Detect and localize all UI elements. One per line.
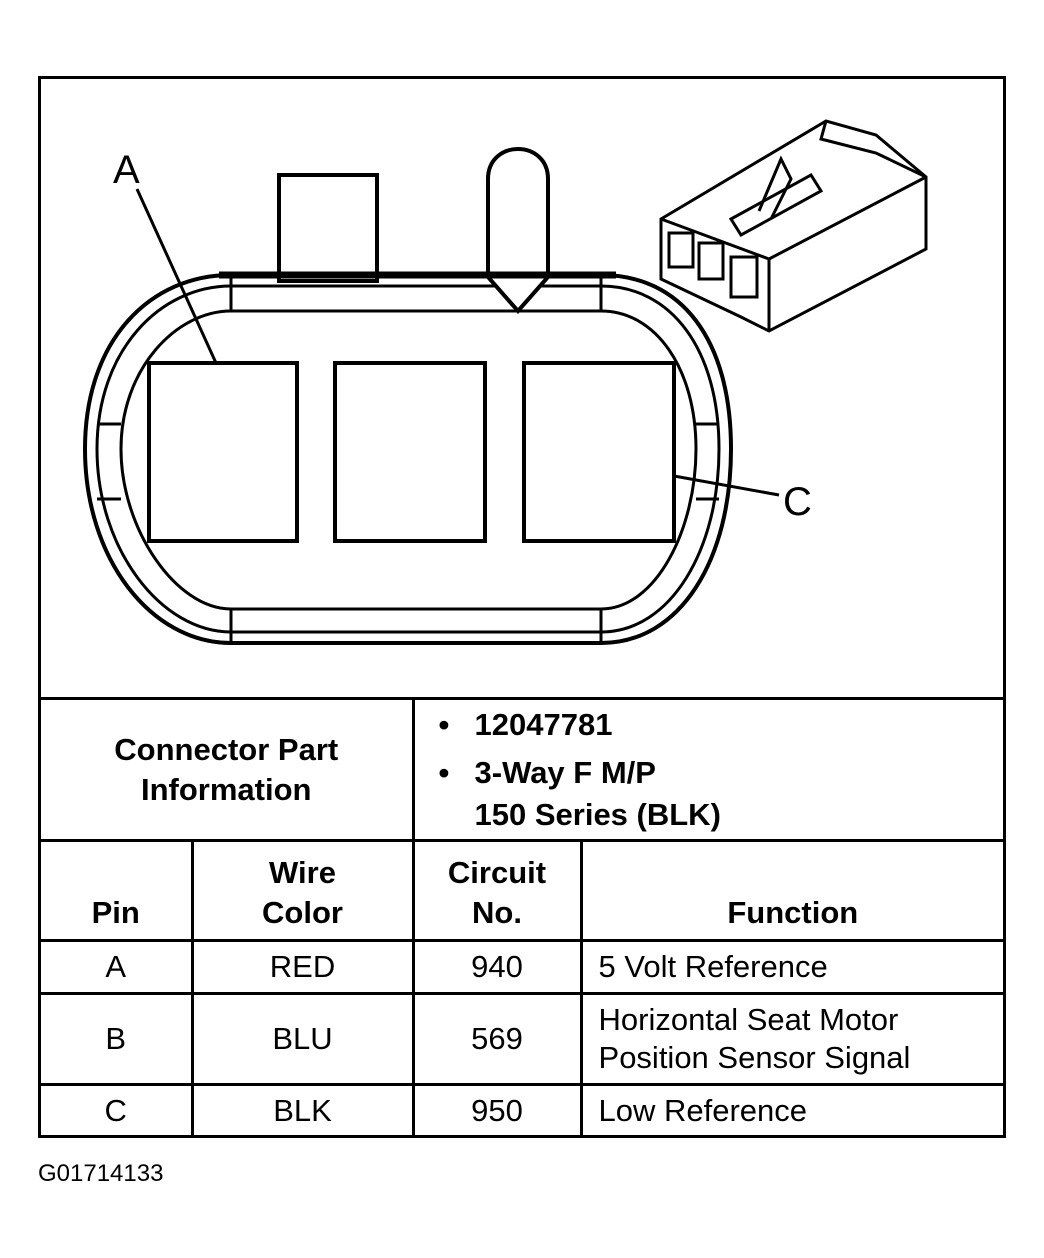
header-circuit-line2: No. — [472, 895, 522, 930]
function-cell: 5 Volt Reference — [579, 939, 1004, 995]
bullet-icon: • — [438, 706, 450, 742]
header-wire-color: Wire Color — [190, 839, 415, 942]
connector-inner-shell — [95, 284, 721, 634]
wire-color-cell: RED — [190, 939, 415, 995]
function-line1: Horizontal Seat Motor — [598, 1002, 899, 1037]
connector-drawing: A C — [82, 119, 928, 645]
connector-info-label-line2: Information — [141, 771, 312, 807]
header-function: Function — [579, 839, 1004, 942]
pin-cell: C — [41, 1083, 194, 1137]
connector-square-key — [277, 173, 379, 283]
connector-description-line1: 3-Way F M/P — [474, 754, 656, 790]
circuit-cell: 940 — [411, 939, 583, 995]
function-cell: Low Reference — [579, 1083, 1004, 1137]
pin-c-callout: C — [783, 480, 812, 524]
circuit-cell: 950 — [411, 1083, 583, 1137]
connector-face-diagram: A C — [41, 79, 1003, 699]
pin-a-callout: A — [113, 148, 140, 192]
figure-id-caption: G01714133 — [38, 1160, 164, 1187]
header-wire-color-line2: Color — [262, 895, 343, 930]
connector-round-key — [486, 147, 550, 315]
connector-info-label-line1: Connector Part — [114, 731, 339, 767]
pin-cell: A — [41, 939, 194, 995]
terminal-cavity-b — [333, 361, 487, 543]
connector-info-row: Connector Part Information • 12047781 • … — [41, 697, 1004, 842]
circuit-cell: 569 — [411, 992, 583, 1086]
connector-perspective-icon — [659, 119, 928, 333]
header-wire-color-line1: Wire — [269, 855, 336, 890]
wire-color-cell: BLK — [190, 1083, 415, 1137]
terminal-cavity-a — [147, 361, 299, 543]
bullet-icon: • — [438, 754, 450, 790]
connector-figure-frame: A C Connector Part Information • 1204778… — [38, 76, 1006, 1138]
pin-a-leader-line — [135, 188, 218, 364]
wire-color-cell: BLU — [190, 992, 415, 1086]
connector-part-number: 12047781 — [474, 706, 613, 742]
function-line2: Position Sensor Signal — [598, 1040, 911, 1075]
connector-cavity-wall — [119, 309, 698, 611]
table-row: C BLK 950 Low Reference — [41, 1083, 1004, 1137]
pin-cell: B — [41, 992, 194, 1086]
pin-c-leader-line — [673, 474, 780, 497]
table-header-row: Pin Wire Color Circuit No. Function — [41, 839, 1004, 942]
connector-pinout-table: Connector Part Information • 12047781 • … — [41, 697, 1004, 1137]
connector-info-details: • 12047781 • 3-Way F M/P 150 Series (BLK… — [411, 697, 1004, 842]
connector-outer-shell — [82, 273, 734, 645]
table-row: B BLU 569 Horizontal Seat Motor Position… — [41, 992, 1004, 1086]
header-pin: Pin — [41, 839, 194, 942]
connector-description-line2: 150 Series (BLK) — [474, 796, 721, 832]
table-row: A RED 940 5 Volt Reference — [41, 939, 1004, 995]
terminal-cavity-c — [522, 361, 676, 543]
function-cell: Horizontal Seat Motor Position Sensor Si… — [579, 992, 1004, 1086]
header-circuit-no: Circuit No. — [411, 839, 583, 942]
connector-info-label: Connector Part Information — [41, 697, 415, 842]
header-circuit-line1: Circuit — [447, 855, 547, 890]
